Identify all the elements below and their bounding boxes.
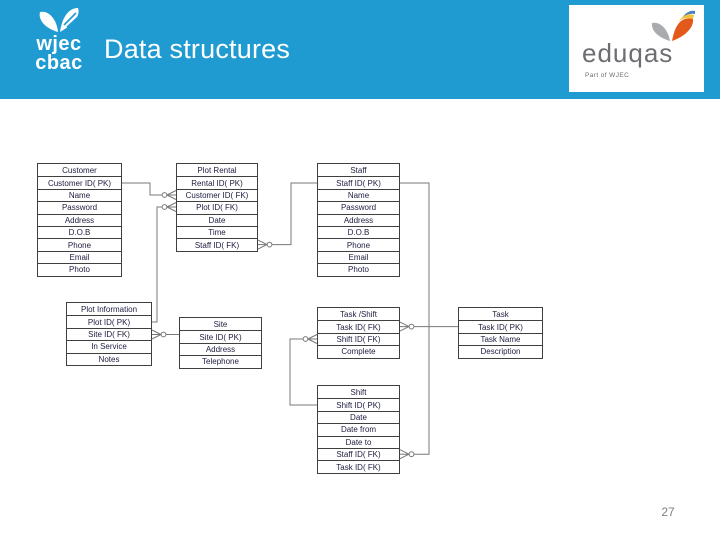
entity-row: Task ID( PK)	[459, 320, 542, 332]
slide-header: wjec cbac Data structures eduqas Part of…	[0, 0, 720, 99]
entity-row: Customer ID( FK)	[177, 188, 257, 201]
entity-row: Description	[459, 345, 542, 357]
wjec-logo: wjec cbac	[16, 6, 102, 73]
entity-plot-rental: Plot Rental Rental ID( PK) Customer ID( …	[176, 163, 258, 252]
entity-row: In Service	[67, 340, 151, 352]
entity-row: Phone	[38, 238, 121, 250]
entity-row: Complete	[318, 345, 399, 357]
entity-row: Staff ID( FK)	[318, 447, 399, 460]
crow-foot-shift-staff	[399, 449, 410, 460]
page-number: 27	[661, 505, 675, 519]
entity-row: Site ID( PK)	[180, 330, 261, 342]
wjec-logo-line1: wjec	[36, 33, 82, 55]
entity-row: Task ID( FK)	[318, 320, 399, 332]
entity-row: Email	[38, 250, 121, 263]
entity-row: Address	[180, 342, 261, 355]
entity-row: Name	[38, 188, 121, 201]
entity-row: Time	[177, 225, 257, 238]
connector-customer-plotrental	[122, 182, 162, 196]
entity-row: D.O.B	[38, 225, 121, 238]
entity-task: Task Task ID( PK) Task Name Description	[458, 307, 543, 359]
entity-plot-information: Plot Information Plot ID( PK) Site ID( F…	[66, 302, 152, 366]
cardinality-circle	[408, 451, 415, 458]
entity-row: Task Name	[459, 332, 542, 345]
entity-row: Name	[318, 188, 399, 201]
entity-row: Photo	[38, 263, 121, 275]
entity-title: Shift	[350, 387, 367, 397]
connector-shift-taskshift	[289, 338, 317, 406]
cardinality-circle	[161, 192, 168, 198]
entity-row: D.O.B	[318, 225, 399, 238]
page-title: Data structures	[104, 34, 291, 64]
entity-row: Task ID( FK)	[318, 460, 399, 472]
connector-staff-shift	[400, 182, 430, 455]
entity-row: Staff ID( PK)	[318, 176, 399, 188]
entity-row: Rental ID( PK)	[177, 176, 257, 188]
entity-row: Site ID( FK)	[67, 327, 151, 340]
entity-row: Date to	[318, 435, 399, 448]
cardinality-circle	[161, 204, 168, 210]
eduqas-logo: eduqas Part of WJEC	[569, 5, 704, 92]
crow-foot-plotinfo-site	[151, 329, 162, 340]
crow-foot-plotrental-plot	[166, 202, 177, 212]
wjec-logo-line2: cbac	[35, 52, 83, 74]
cardinality-circle	[266, 241, 273, 248]
entity-row: Phone	[318, 238, 399, 250]
cardinality-circle	[408, 323, 415, 330]
eduqas-tagline: Part of WJEC	[585, 72, 630, 79]
entity-site: Site Site ID( PK) Address Telephone	[179, 317, 262, 369]
entity-row: Password	[38, 201, 121, 213]
entity-row: Date	[177, 213, 257, 226]
entity-row: Plot ID( PK)	[67, 315, 151, 327]
entity-row: Shift ID( PK)	[318, 398, 399, 410]
entity-title: Plot Information	[80, 304, 138, 314]
entity-row: Staff ID( FK)	[177, 238, 257, 250]
entity-title: Task	[492, 309, 509, 319]
entity-row: Notes	[67, 352, 151, 365]
entity-row: Photo	[318, 263, 399, 275]
wjec-book-icon	[39, 8, 79, 32]
crow-foot-taskshift-task	[399, 321, 410, 332]
entity-title: Staff	[350, 165, 367, 175]
crow-foot-plotrental-customer	[166, 190, 177, 200]
connector-plotinfo-plotrental	[152, 206, 162, 323]
crow-foot-taskshift-shift	[307, 334, 318, 344]
entity-row: Address	[318, 213, 399, 226]
crow-foot-plotrental-staff	[257, 239, 268, 250]
entity-task-shift: Task /Shift Task ID( FK) Shift ID( FK) C…	[317, 307, 400, 359]
entity-row: Address	[38, 213, 121, 226]
entity-row: Customer ID( PK)	[38, 176, 121, 188]
entity-title: Site	[213, 319, 228, 329]
entity-title: Task /Shift	[340, 309, 377, 319]
cardinality-circle	[302, 336, 309, 342]
entity-row: Date	[318, 410, 399, 423]
entity-title: Customer	[62, 165, 97, 175]
entity-row: Email	[318, 250, 399, 263]
entity-row: Shift ID( FK)	[318, 332, 399, 345]
connector-staff-plotrental	[272, 182, 317, 246]
eduqas-book-icon	[651, 10, 695, 41]
entity-row: Plot ID( FK)	[177, 201, 257, 213]
entity-row: Telephone	[180, 355, 261, 367]
entity-row: Date from	[318, 423, 399, 435]
entity-shift: Shift Shift ID( PK) Date Date from Date …	[317, 385, 400, 474]
entity-customer: Customer Customer ID( PK) Name Password …	[37, 163, 122, 277]
cardinality-circle	[160, 331, 167, 338]
entity-row: Password	[318, 201, 399, 213]
eduqas-wordmark: eduqas	[582, 38, 674, 68]
entity-title: Plot Rental	[197, 165, 237, 175]
entity-staff: Staff Staff ID( PK) Name Password Addres…	[317, 163, 400, 277]
